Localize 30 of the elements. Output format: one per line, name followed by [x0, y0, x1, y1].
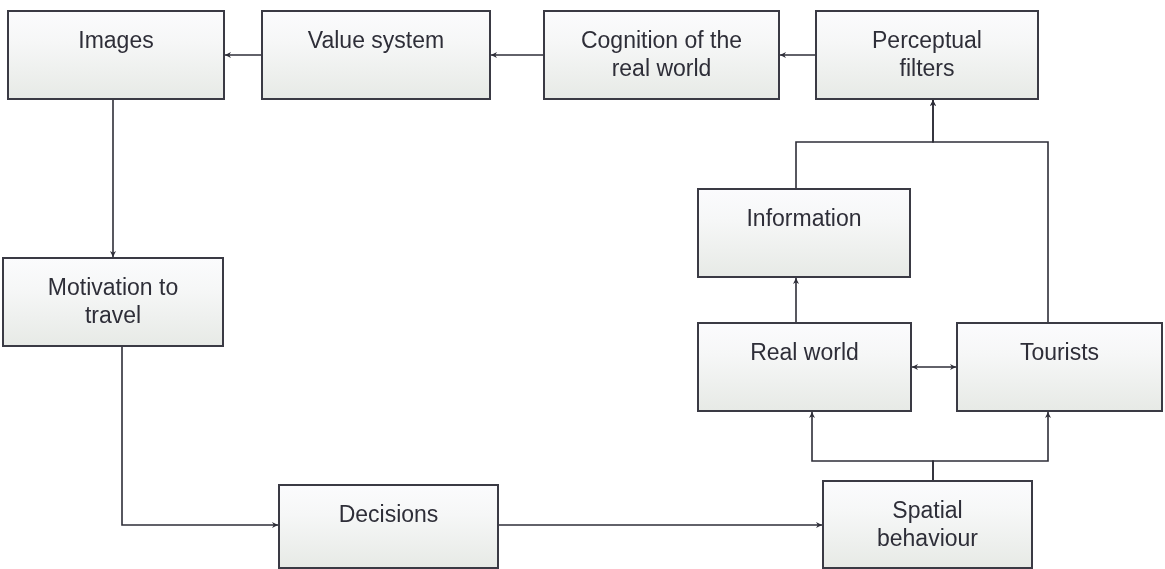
box-label: Motivation to travel	[46, 273, 180, 329]
box-label: Decisions	[338, 500, 439, 528]
process-box	[278, 484, 499, 569]
box-label: Information	[746, 204, 862, 232]
box-label: Tourists	[1019, 338, 1100, 366]
box-label: Real world	[750, 338, 859, 366]
arrow	[793, 277, 799, 323]
box-label: Spatial behaviour	[876, 496, 979, 552]
process-box	[697, 322, 912, 412]
process-box	[956, 322, 1163, 412]
process-box	[697, 188, 911, 278]
arrow	[932, 411, 1051, 481]
arrow	[490, 52, 544, 58]
arrow	[911, 364, 957, 370]
arrow	[930, 99, 1049, 323]
arrow	[121, 346, 279, 528]
process-box	[822, 480, 1033, 569]
process-box	[261, 10, 491, 100]
box-label: Perceptual filters	[871, 26, 983, 82]
box-label: Images	[78, 26, 154, 54]
arrow	[498, 522, 823, 528]
process-box	[2, 257, 224, 347]
arrow	[779, 52, 816, 58]
box-label: Value system	[307, 26, 445, 54]
process-box	[7, 10, 225, 100]
process-box	[543, 10, 780, 100]
box-label: Cognition of the real world	[579, 26, 744, 82]
process-box	[815, 10, 1039, 100]
arrow	[224, 52, 262, 58]
arrow	[110, 99, 116, 258]
